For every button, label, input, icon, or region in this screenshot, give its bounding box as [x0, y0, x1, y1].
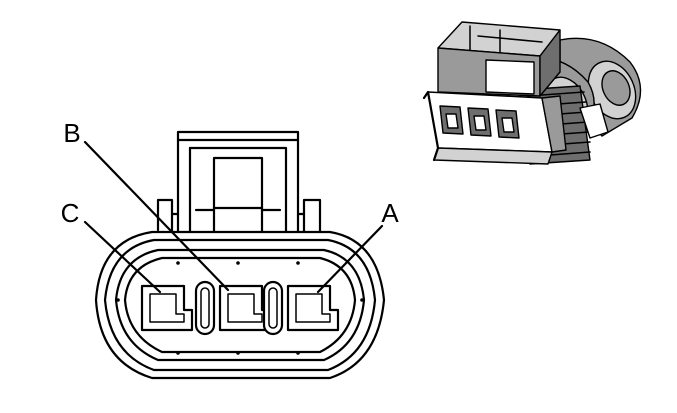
connector-isometric-view: [422, 21, 642, 165]
pin-label-a: A: [381, 198, 399, 228]
cavity-a: [286, 284, 340, 332]
leader-line-a: [316, 224, 384, 294]
separator-rib-right: [262, 280, 284, 336]
cavity-c: [140, 284, 194, 332]
pin-label-b: B: [63, 118, 80, 148]
cavity-b: [218, 284, 272, 332]
leader-line-c: [83, 220, 162, 294]
separator-rib-left: [194, 280, 216, 336]
locking-latch: [156, 130, 322, 242]
leader-line-b: [83, 140, 230, 292]
connector-face-view: B C A: [61, 118, 399, 380]
pin-label-c: C: [61, 198, 80, 228]
